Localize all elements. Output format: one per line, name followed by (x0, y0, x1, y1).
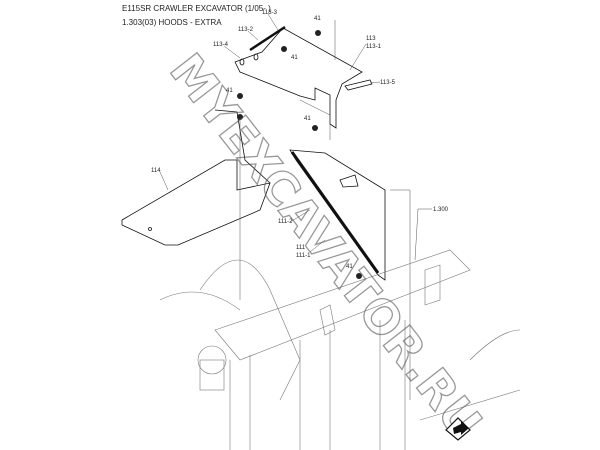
callout-41: 41 (346, 264, 353, 270)
callout-113-2: 113-2 (238, 27, 254, 33)
cover-part-114 (121, 109, 271, 246)
callout-113-4: 113-4 (213, 42, 229, 48)
bolts-41 (237, 30, 362, 279)
next-page-arrow-icon[interactable] (444, 412, 478, 442)
leader-lines (159, 13, 432, 400)
callout-41: 41 (291, 55, 298, 61)
callout-1-300: 1.300 (433, 207, 449, 213)
callout-111-1: 111-1 (296, 253, 311, 259)
hood-part-113 (234, 25, 373, 129)
callout-41: 41 (314, 16, 321, 22)
callout-111-2: 111-2 (278, 219, 293, 225)
diagram-title: E115SR CRAWLER EXCAVATOR (1/05- ) (122, 4, 271, 13)
callout-114: 114 (151, 168, 161, 174)
callout-41: 41 (304, 116, 311, 122)
callout-113-3: 113-3 (262, 10, 278, 16)
watermark: MYEXCAVATOR.RU (159, 44, 492, 449)
callout-111: 111 (296, 245, 306, 251)
plate-part-111 (289, 149, 386, 281)
diagram-subtitle: 1.303(03) HOODS - EXTRA (122, 18, 222, 27)
callout-113: 113 (366, 36, 376, 42)
callout-41: 41 (226, 88, 233, 94)
callout-113-5: 113-5 (380, 80, 396, 86)
excavator-frame-background (159, 249, 521, 450)
callout-113-1: 113-1 (366, 44, 382, 50)
